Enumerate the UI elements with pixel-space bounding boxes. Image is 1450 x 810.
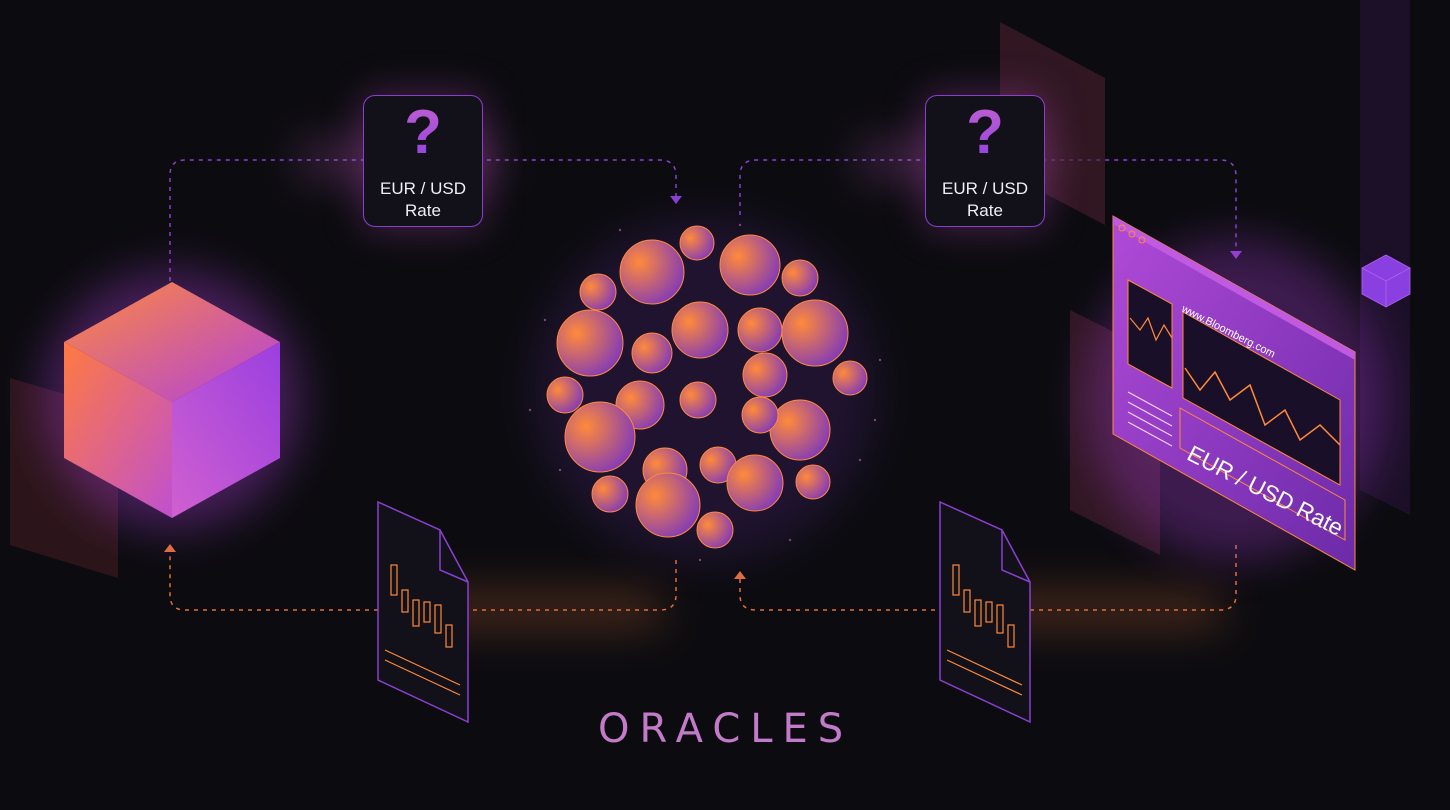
window-dot-icon: [1128, 230, 1136, 238]
query-label-line1: EUR / USD: [380, 179, 466, 198]
left-request-line: [169, 159, 677, 290]
query-label-line2: Rate: [405, 201, 441, 220]
arrow-up-left-icon: [164, 544, 176, 552]
query-label-line2: Rate: [967, 201, 1003, 220]
question-mark-icon: ?: [364, 102, 482, 164]
query-label-line1: EUR / USD: [942, 179, 1028, 198]
price-data-document-right: [939, 500, 1031, 724]
query-box-right: ? EUR / USD Rate: [925, 95, 1045, 227]
arrow-up-center-icon: [734, 571, 746, 579]
small-cube-icon: [1361, 254, 1411, 308]
diagram-title: ORACLES: [598, 706, 854, 752]
window-dot-icon: [1118, 224, 1126, 232]
arrow-down-center-icon: [670, 196, 682, 204]
price-data-document-left: [377, 500, 469, 724]
smart-contract-cube: [10, 270, 302, 578]
data-source-browser-window: [1085, 215, 1411, 571]
right-request-line: [739, 159, 1237, 255]
oracle-network-logo: [528, 220, 882, 562]
query-box-left: ? EUR / USD Rate: [363, 95, 483, 227]
window-dot-icon: [1138, 236, 1146, 244]
question-mark-icon: ?: [926, 102, 1044, 164]
